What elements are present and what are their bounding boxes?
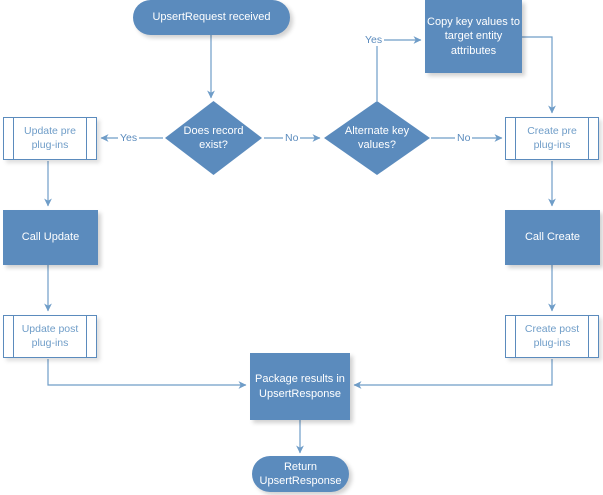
node-does-record-exist[interactable]: Does record exist? xyxy=(163,99,264,177)
node-label: Create pre plug-ins xyxy=(527,125,577,151)
predefined-right-bar-icon xyxy=(86,316,87,357)
node-upsert-request-received[interactable]: UpsertRequest received xyxy=(133,0,290,35)
node-alternate-key-values[interactable]: Alternate key values? xyxy=(322,99,432,177)
diamond-shape-icon xyxy=(165,101,262,175)
edge-label-altkey-no: No xyxy=(455,132,473,144)
node-create-pre-plugins[interactable]: Create pre plug-ins xyxy=(505,117,599,160)
node-return-upsertresponse[interactable]: Return UpsertResponse xyxy=(252,456,349,492)
edge-label-record-yes: Yes xyxy=(118,132,140,144)
node-label: Does record exist? xyxy=(183,124,244,151)
diamond-shape-icon xyxy=(324,101,430,175)
node-label: Create post plug-ins xyxy=(524,323,580,349)
edge-altkey-yes xyxy=(376,36,422,101)
edge-label-record-no: No xyxy=(283,132,301,144)
node-label: Update post plug-ins xyxy=(21,323,79,349)
predefined-left-bar-icon xyxy=(515,316,516,357)
node-update-post-plugins[interactable]: Update post plug-ins xyxy=(3,315,97,358)
predefined-right-bar-icon xyxy=(588,316,589,357)
edge-label-altkey-yes: Yes xyxy=(363,34,385,46)
predefined-left-bar-icon xyxy=(13,316,14,357)
predefined-left-bar-icon xyxy=(13,118,14,159)
node-create-post-plugins[interactable]: Create post plug-ins xyxy=(505,315,599,358)
edge-update-post-to-package xyxy=(47,359,247,389)
node-label: Update pre plug-ins xyxy=(24,125,76,151)
node-call-update[interactable]: Call Update xyxy=(3,210,98,265)
predefined-right-bar-icon xyxy=(588,118,589,159)
node-copy-key-values[interactable]: Copy key values to target entity attribu… xyxy=(425,0,522,73)
node-label: Alternate key values? xyxy=(344,124,410,151)
edge-copykey-to-create-pre xyxy=(522,36,556,114)
node-update-pre-plugins[interactable]: Update pre plug-ins xyxy=(3,117,97,160)
edge-create-post-to-package xyxy=(353,359,553,389)
node-call-create[interactable]: Call Create xyxy=(505,210,600,265)
node-package-results[interactable]: Package results in UpsertResponse xyxy=(250,353,350,420)
predefined-left-bar-icon xyxy=(515,118,516,159)
predefined-right-bar-icon xyxy=(86,118,87,159)
